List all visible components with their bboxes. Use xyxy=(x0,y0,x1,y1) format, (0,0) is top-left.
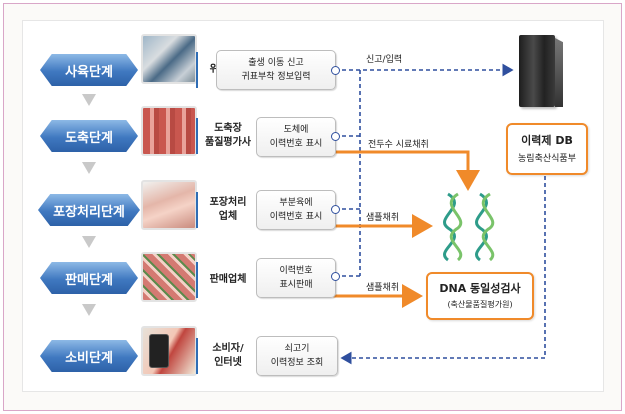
database-box: 이력제 DB 농림축산식품부 xyxy=(506,123,588,175)
info-box: 부분육에 이력번호 표시 xyxy=(256,190,336,230)
meat-display-photo xyxy=(141,252,197,302)
dna-helix-icon xyxy=(443,192,495,262)
phone-icon xyxy=(149,334,169,368)
down-arrow-icon xyxy=(82,304,96,316)
stage-slaughter: 도축단계 xyxy=(40,120,138,152)
connector-dot xyxy=(331,272,340,281)
database-owner: 농림축산식품부 xyxy=(518,154,576,164)
server-side xyxy=(555,38,563,107)
sampling-label: 샘플채취 xyxy=(366,213,400,223)
stage-raising: 사육단계 xyxy=(40,54,138,86)
connector-dot xyxy=(331,66,340,75)
info-box: 도체에 이력번호 표시 xyxy=(256,117,336,157)
stage-packaging: 포장처리단계 xyxy=(38,194,140,226)
stage-consumption: 소비단계 xyxy=(40,340,138,372)
info-box: 출생 이동 신고 귀표부착 정보입력 xyxy=(216,50,336,90)
org-label: 도축장 품질평가사 xyxy=(196,118,258,154)
info-box: 이력번호 표시판매 xyxy=(256,258,336,298)
connector-dot xyxy=(331,132,340,141)
org-label: 소비자/ 인터넷 xyxy=(196,338,258,374)
org-label: 포장처리 업체 xyxy=(196,192,258,228)
down-arrow-icon xyxy=(82,162,96,174)
dna-test-agency: (축산물품질평가원) xyxy=(447,300,513,309)
connector-dot xyxy=(331,205,340,214)
smartphone-photo xyxy=(141,326,197,376)
meat-processing-photo xyxy=(141,180,197,230)
info-box: 쇠고기 이력정보 조회 xyxy=(256,336,338,376)
stage-sales: 판매단계 xyxy=(40,262,138,294)
dna-test-box: DNA 동일성검사 (축산물품질평가원) xyxy=(426,272,534,320)
dna-test-title: DNA 동일성검사 xyxy=(439,282,521,295)
sampling-label: 샘플채취 xyxy=(366,283,400,293)
farm-office-photo xyxy=(141,34,197,84)
report-label: 신고/입력 xyxy=(366,55,403,65)
server-icon xyxy=(519,35,555,107)
org-label: 판매업체 xyxy=(196,262,258,298)
full-sampling-arrow xyxy=(330,150,480,191)
full-sampling-label: 전두수 시료채취 xyxy=(368,140,429,150)
carcass-photo xyxy=(141,106,197,156)
down-arrow-icon xyxy=(82,236,96,248)
down-arrow-icon xyxy=(82,94,96,106)
database-title: 이력제 DB xyxy=(521,134,573,147)
